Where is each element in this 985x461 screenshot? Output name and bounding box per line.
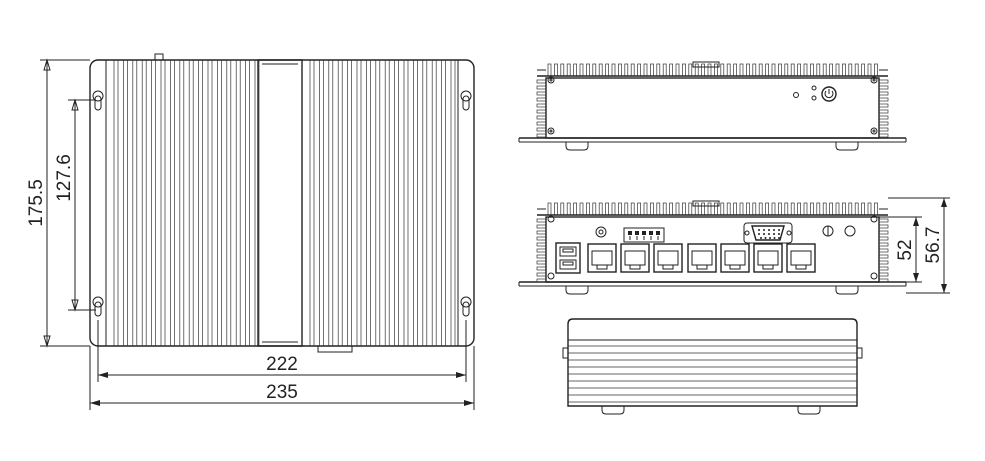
rear-view xyxy=(518,61,907,151)
top-view-outline xyxy=(89,59,475,347)
dim-height-inner: 127.6 xyxy=(54,98,96,312)
rj45-port-icon[interactable] xyxy=(653,243,683,273)
rear-view-panel xyxy=(545,77,880,139)
dim-side-height-outer: 56.7 xyxy=(888,197,950,294)
rj45-port-icon[interactable] xyxy=(720,243,750,273)
status-led-icon xyxy=(811,95,817,101)
dim-width-inner-label: 222 xyxy=(266,354,298,375)
dim-side-height-outer-label: 56.7 xyxy=(923,227,944,264)
rj45-port-icon[interactable] xyxy=(786,243,816,273)
power-button-icon[interactable] xyxy=(821,86,837,102)
rj45-port-group xyxy=(587,243,816,273)
side-view-outline xyxy=(567,318,858,407)
dim-height-inner-label: 127.6 xyxy=(54,154,75,202)
status-led-icon xyxy=(793,92,799,98)
front-view xyxy=(518,200,907,295)
terminal-block-icon[interactable] xyxy=(623,227,665,243)
top-view-center-channel xyxy=(257,59,303,347)
rj45-port-icon[interactable] xyxy=(753,243,783,273)
front-view-panel xyxy=(545,216,880,283)
rear-view-side-fins xyxy=(536,79,889,138)
dim-height-outer: 175.5 xyxy=(26,58,90,348)
side-view-fins xyxy=(568,339,857,403)
rj45-port-icon[interactable] xyxy=(687,243,717,273)
dim-width-inner: 222 xyxy=(97,320,467,382)
dim-height-outer-label: 175.5 xyxy=(26,179,47,227)
mounting-keyhole-icon xyxy=(92,90,472,317)
dim-side-height-inner: 52 xyxy=(879,216,922,283)
dim-width-outer-label: 235 xyxy=(266,382,298,403)
top-view-fin-region xyxy=(105,59,459,347)
dim-side-height-inner-label: 52 xyxy=(895,239,916,260)
vga-connector-icon[interactable] xyxy=(743,222,793,244)
top-view-fins xyxy=(113,60,456,346)
rear-view-top-fins xyxy=(537,63,888,77)
side-view xyxy=(562,318,863,415)
antenna-hole-icon xyxy=(595,226,607,238)
rj45-port-icon[interactable] xyxy=(620,243,650,273)
status-led-icon xyxy=(811,85,817,91)
dim-width-outer: 235 xyxy=(89,346,475,410)
rj45-port-icon[interactable] xyxy=(587,243,617,273)
top-view xyxy=(89,53,475,353)
usb-port-icon[interactable] xyxy=(555,242,581,274)
front-view-top-fins xyxy=(537,202,888,216)
